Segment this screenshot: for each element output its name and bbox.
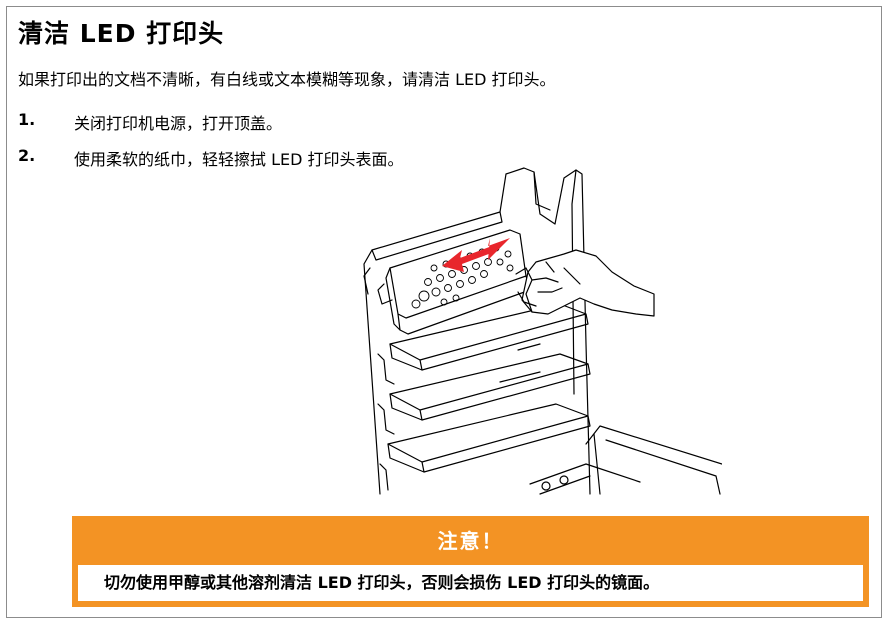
step-2: 2. 使用柔软的纸巾，轻轻擦拭 LED 打印头表面。: [18, 146, 404, 170]
wipe-direction-arrow-icon: [442, 238, 510, 272]
step-text: 关闭打印机电源，打开顶盖。: [74, 114, 283, 133]
step-number: 2.: [18, 146, 36, 165]
caution-box: 注意！ 切勿使用甲醇或其他溶剂清洁 LED 打印头，否则会损伤 LED 打印头的…: [72, 516, 869, 607]
step-text: 使用柔软的纸巾，轻轻擦拭 LED 打印头表面。: [74, 150, 404, 169]
step-number: 1.: [18, 110, 36, 129]
step-1: 1. 关闭打印机电源，打开顶盖。: [18, 110, 282, 134]
intro-paragraph: 如果打印出的文档不清晰，有白线或文本模糊等现象，请清洁 LED 打印头。: [18, 70, 556, 89]
page-title: 清洁 LED 打印头: [18, 19, 225, 48]
caution-title: 注意！: [437, 529, 504, 553]
page-frame: [6, 6, 882, 618]
printer-cleaning-illustration-icon: [363, 167, 722, 495]
caution-message: 切勿使用甲醇或其他溶剂清洁 LED 打印头，否则会损伤 LED 打印头的镜面。: [78, 565, 863, 601]
